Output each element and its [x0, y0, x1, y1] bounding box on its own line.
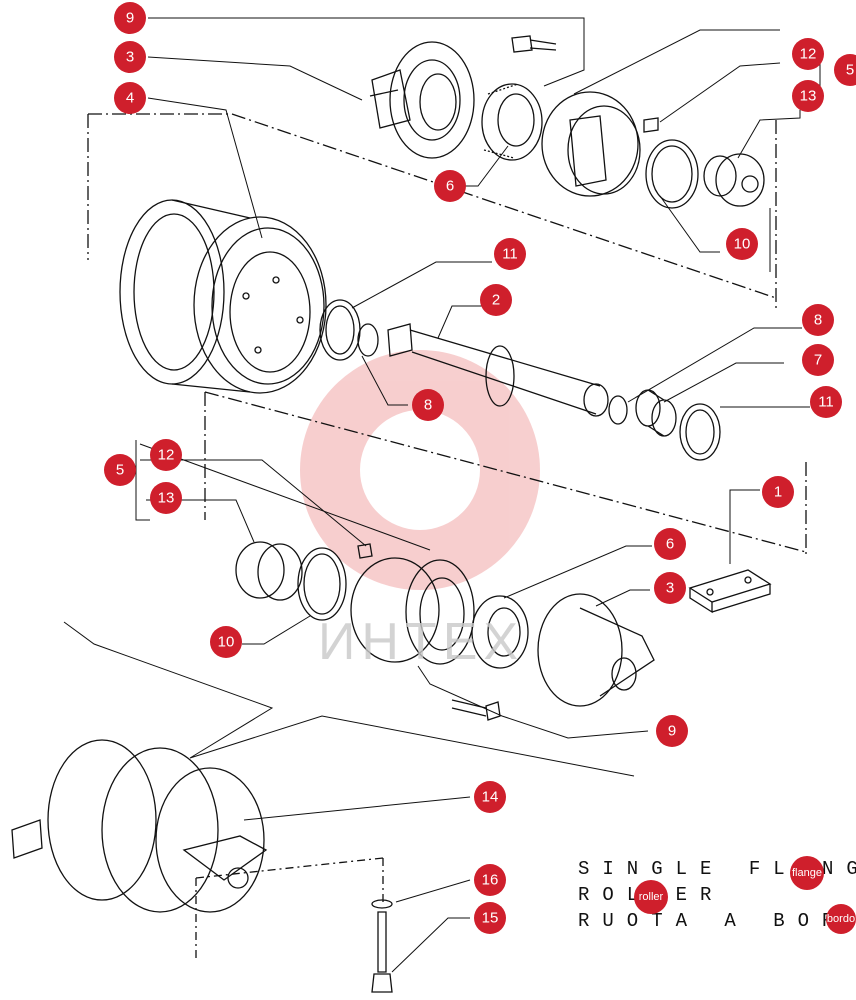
cap-top [541, 91, 641, 197]
marker-flange: flange [790, 856, 824, 890]
svg-text:9: 9 [126, 10, 134, 27]
bolt-top [511, 35, 557, 53]
callout-16: 16 [474, 864, 506, 896]
plate [688, 569, 772, 614]
plug-top [703, 153, 765, 207]
oring-left [357, 323, 379, 357]
washer [371, 899, 393, 909]
bolt-mid [451, 699, 501, 721]
roller-wheel [119, 199, 327, 394]
svg-text:5: 5 [846, 62, 854, 79]
callout-3-mid: 3 [654, 572, 686, 604]
callout-7: 7 [802, 344, 834, 376]
svg-text:11: 11 [818, 394, 834, 411]
svg-text:8: 8 [814, 312, 822, 329]
callout-12-left: 12 [150, 439, 182, 471]
svg-text:7: 7 [814, 352, 822, 369]
bushing [635, 389, 677, 437]
callout-5-left: 5 [104, 454, 136, 486]
callout-8-right: 8 [802, 304, 834, 336]
svg-text:5: 5 [116, 462, 124, 479]
svg-text:11: 11 [502, 246, 518, 263]
watermark-text: ИНТЕХ [318, 613, 525, 671]
pin-mid [357, 543, 373, 559]
pin-top [643, 117, 659, 133]
callout-8-left: 8 [412, 389, 444, 421]
svg-text:14: 14 [482, 789, 499, 806]
callout-11-top: 11 [494, 238, 526, 270]
callout-5-top: 5 [834, 54, 856, 86]
bracket-mid [537, 593, 655, 707]
cap-mid [350, 557, 475, 665]
callout-9-mid: 9 [656, 715, 688, 747]
svg-text:9: 9 [668, 723, 676, 740]
callout-10-top: 10 [726, 228, 758, 260]
callout-3-top: 3 [114, 41, 146, 73]
svg-text:6: 6 [666, 536, 674, 553]
caption-line-3: RUOTA A BOR [578, 910, 847, 932]
svg-text:16: 16 [482, 872, 499, 889]
callout-10-left: 10 [210, 626, 242, 658]
svg-text:12: 12 [158, 447, 175, 464]
guide-line-top [87, 113, 777, 310]
callout-15: 15 [474, 902, 506, 934]
seal-top [481, 83, 543, 161]
callout-1: 1 [762, 476, 794, 508]
callout-2: 2 [480, 284, 512, 316]
callout-4: 4 [114, 82, 146, 114]
svg-text:2: 2 [492, 292, 500, 309]
oring-right [608, 395, 628, 425]
svg-text:10: 10 [218, 634, 235, 651]
bolt-bottom [371, 911, 393, 993]
marker-bordo: bordo [826, 904, 856, 934]
guide-line-mid [204, 391, 807, 555]
plug-mid [235, 541, 303, 601]
watermark-gear [300, 350, 540, 590]
leader-lines [63, 17, 821, 973]
svg-text:10: 10 [734, 236, 751, 253]
svg-text:3: 3 [126, 49, 134, 66]
shaft [387, 323, 609, 417]
marker-roller: roller [634, 880, 668, 914]
callout-9-top: 9 [114, 2, 146, 34]
svg-text:3: 3 [666, 580, 674, 597]
callout-6-mid: 6 [654, 528, 686, 560]
gasket-top [645, 139, 699, 209]
svg-text:4: 4 [126, 90, 134, 107]
roller-assembly [11, 739, 268, 913]
guide-line-bottom [195, 857, 384, 960]
bracket-top [369, 41, 475, 159]
gasket-right [679, 403, 721, 461]
callout-14: 14 [474, 781, 506, 813]
svg-text:12: 12 [800, 46, 817, 63]
callout-12-top: 12 [792, 38, 824, 70]
svg-text:13: 13 [800, 88, 817, 105]
callout-13-top: 13 [792, 80, 824, 112]
seal-mid [471, 595, 529, 669]
svg-text:1: 1 [774, 484, 782, 501]
gasket-mid [297, 547, 347, 621]
callout-11-right: 11 [810, 386, 842, 418]
svg-text:15: 15 [482, 910, 499, 927]
svg-text:8: 8 [424, 397, 432, 414]
svg-text:13: 13 [158, 490, 175, 507]
svg-text:6: 6 [446, 178, 454, 195]
callout-13-left: 13 [150, 482, 182, 514]
callout-6-top: 6 [434, 170, 466, 202]
